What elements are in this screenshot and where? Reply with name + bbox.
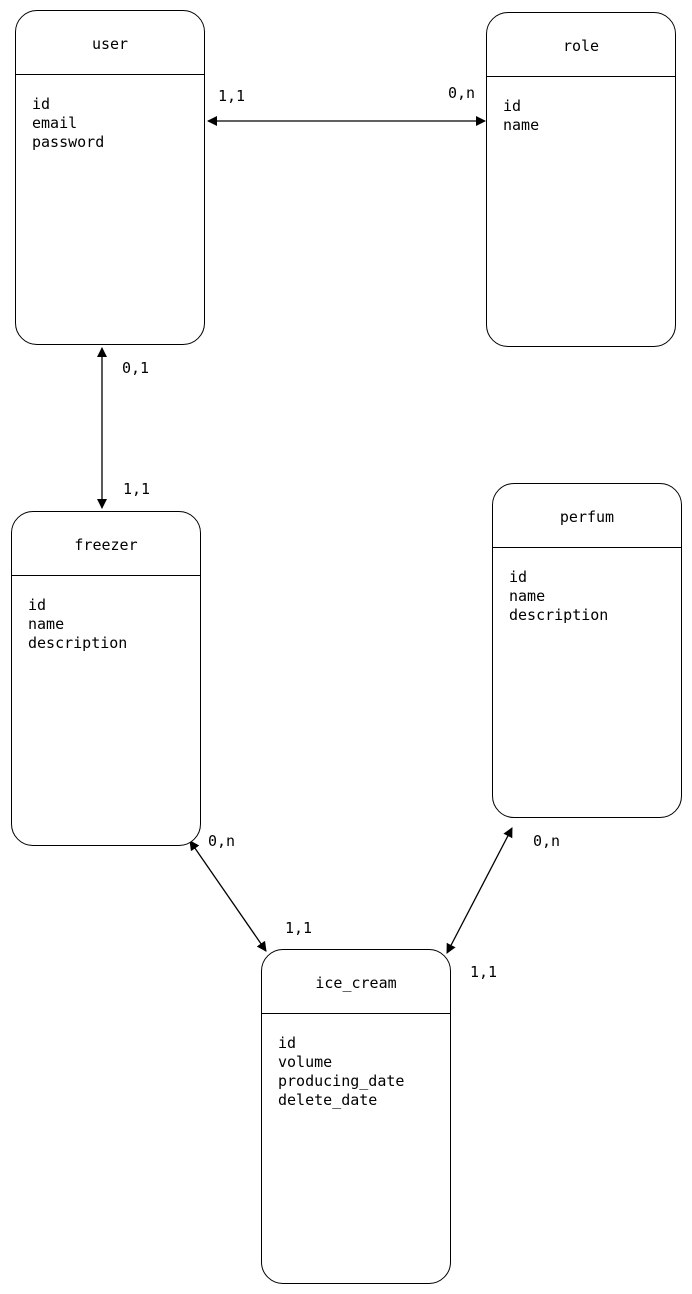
entity-field: password	[32, 133, 105, 151]
entity-field: id	[32, 95, 51, 113]
cardinality-user-role-role-side: 0,n	[448, 84, 476, 102]
entity-field: description	[28, 634, 128, 652]
entity-freezer[interactable]: freezer id name description	[11, 511, 201, 846]
entity-ice-cream[interactable]: ice_cream id volume producing_date delet…	[261, 949, 451, 1284]
entity-user[interactable]: user id email password	[15, 10, 205, 345]
cardinality-user-freezer-freezer-side: 1,1	[123, 480, 151, 498]
cardinality-user-role-user-side: 1,1	[218, 87, 246, 105]
entity-field: id	[278, 1034, 297, 1052]
entity-field: email	[32, 114, 78, 132]
entity-role-fields: id name	[503, 97, 539, 135]
entity-ice-cream-fields: id volume producing_date delete_date	[278, 1034, 404, 1110]
entity-field: id	[28, 596, 47, 614]
entity-field: id	[509, 568, 528, 586]
entity-ice-cream-title: ice_cream	[262, 950, 450, 1014]
entity-role[interactable]: role id name	[486, 12, 676, 347]
entity-field: producing_date	[278, 1072, 405, 1090]
entity-perfum[interactable]: perfum id name description	[492, 483, 682, 818]
cardinality-perfum-ice-cream-ice-cream-side: 1,1	[470, 963, 498, 981]
cardinality-freezer-ice-cream-ice-cream-side: 1,1	[285, 919, 313, 937]
entity-perfum-title: perfum	[493, 484, 681, 548]
entity-field: delete_date	[278, 1091, 378, 1109]
entity-perfum-fields: id name description	[509, 568, 608, 625]
entity-field: description	[509, 606, 609, 624]
entity-freezer-title: freezer	[12, 512, 200, 576]
entity-field: id	[503, 97, 522, 115]
cardinality-perfum-ice-cream-perfum-side: 0,n	[533, 832, 561, 850]
cardinality-freezer-ice-cream-freezer-side: 0,n	[208, 832, 236, 850]
entity-user-fields: id email password	[32, 95, 104, 152]
perfum-ice-cream-connector	[446, 827, 513, 954]
freezer-ice-cream-connector	[189, 840, 267, 952]
entity-role-title: role	[487, 13, 675, 77]
entity-field: volume	[278, 1053, 333, 1071]
entity-field: name	[503, 116, 540, 134]
entity-user-title: user	[16, 11, 204, 75]
cardinality-user-freezer-user-side: 0,1	[122, 359, 150, 377]
entity-freezer-fields: id name description	[28, 596, 127, 653]
entity-field: name	[509, 587, 546, 605]
entity-field: name	[28, 615, 65, 633]
